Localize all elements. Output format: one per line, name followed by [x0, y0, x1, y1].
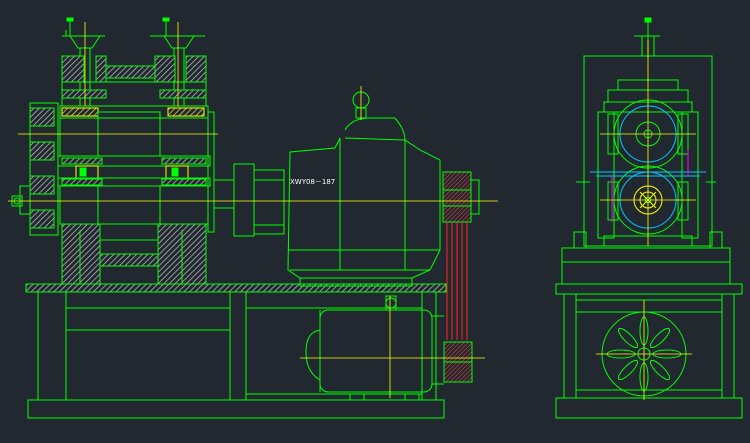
- centerlines-front: [8, 22, 498, 398]
- electric-motor: [305, 295, 473, 393]
- front-view: XWY08－187: [8, 17, 498, 419]
- centerlines-side: [596, 40, 696, 400]
- side-view: [555, 17, 743, 419]
- base-frame: [27, 291, 445, 419]
- side-base-frame: [555, 231, 743, 419]
- upper-pulley: [442, 171, 480, 223]
- left-gear-assembly: [11, 102, 215, 236]
- reducer-model-label: XWY08－187: [290, 178, 335, 186]
- base-plate: [25, 283, 447, 293]
- shaft-coupling: [213, 163, 285, 237]
- gear-reducer: XWY08－187: [287, 91, 441, 287]
- roll-stand: [57, 17, 211, 285]
- v-belts: [446, 222, 468, 340]
